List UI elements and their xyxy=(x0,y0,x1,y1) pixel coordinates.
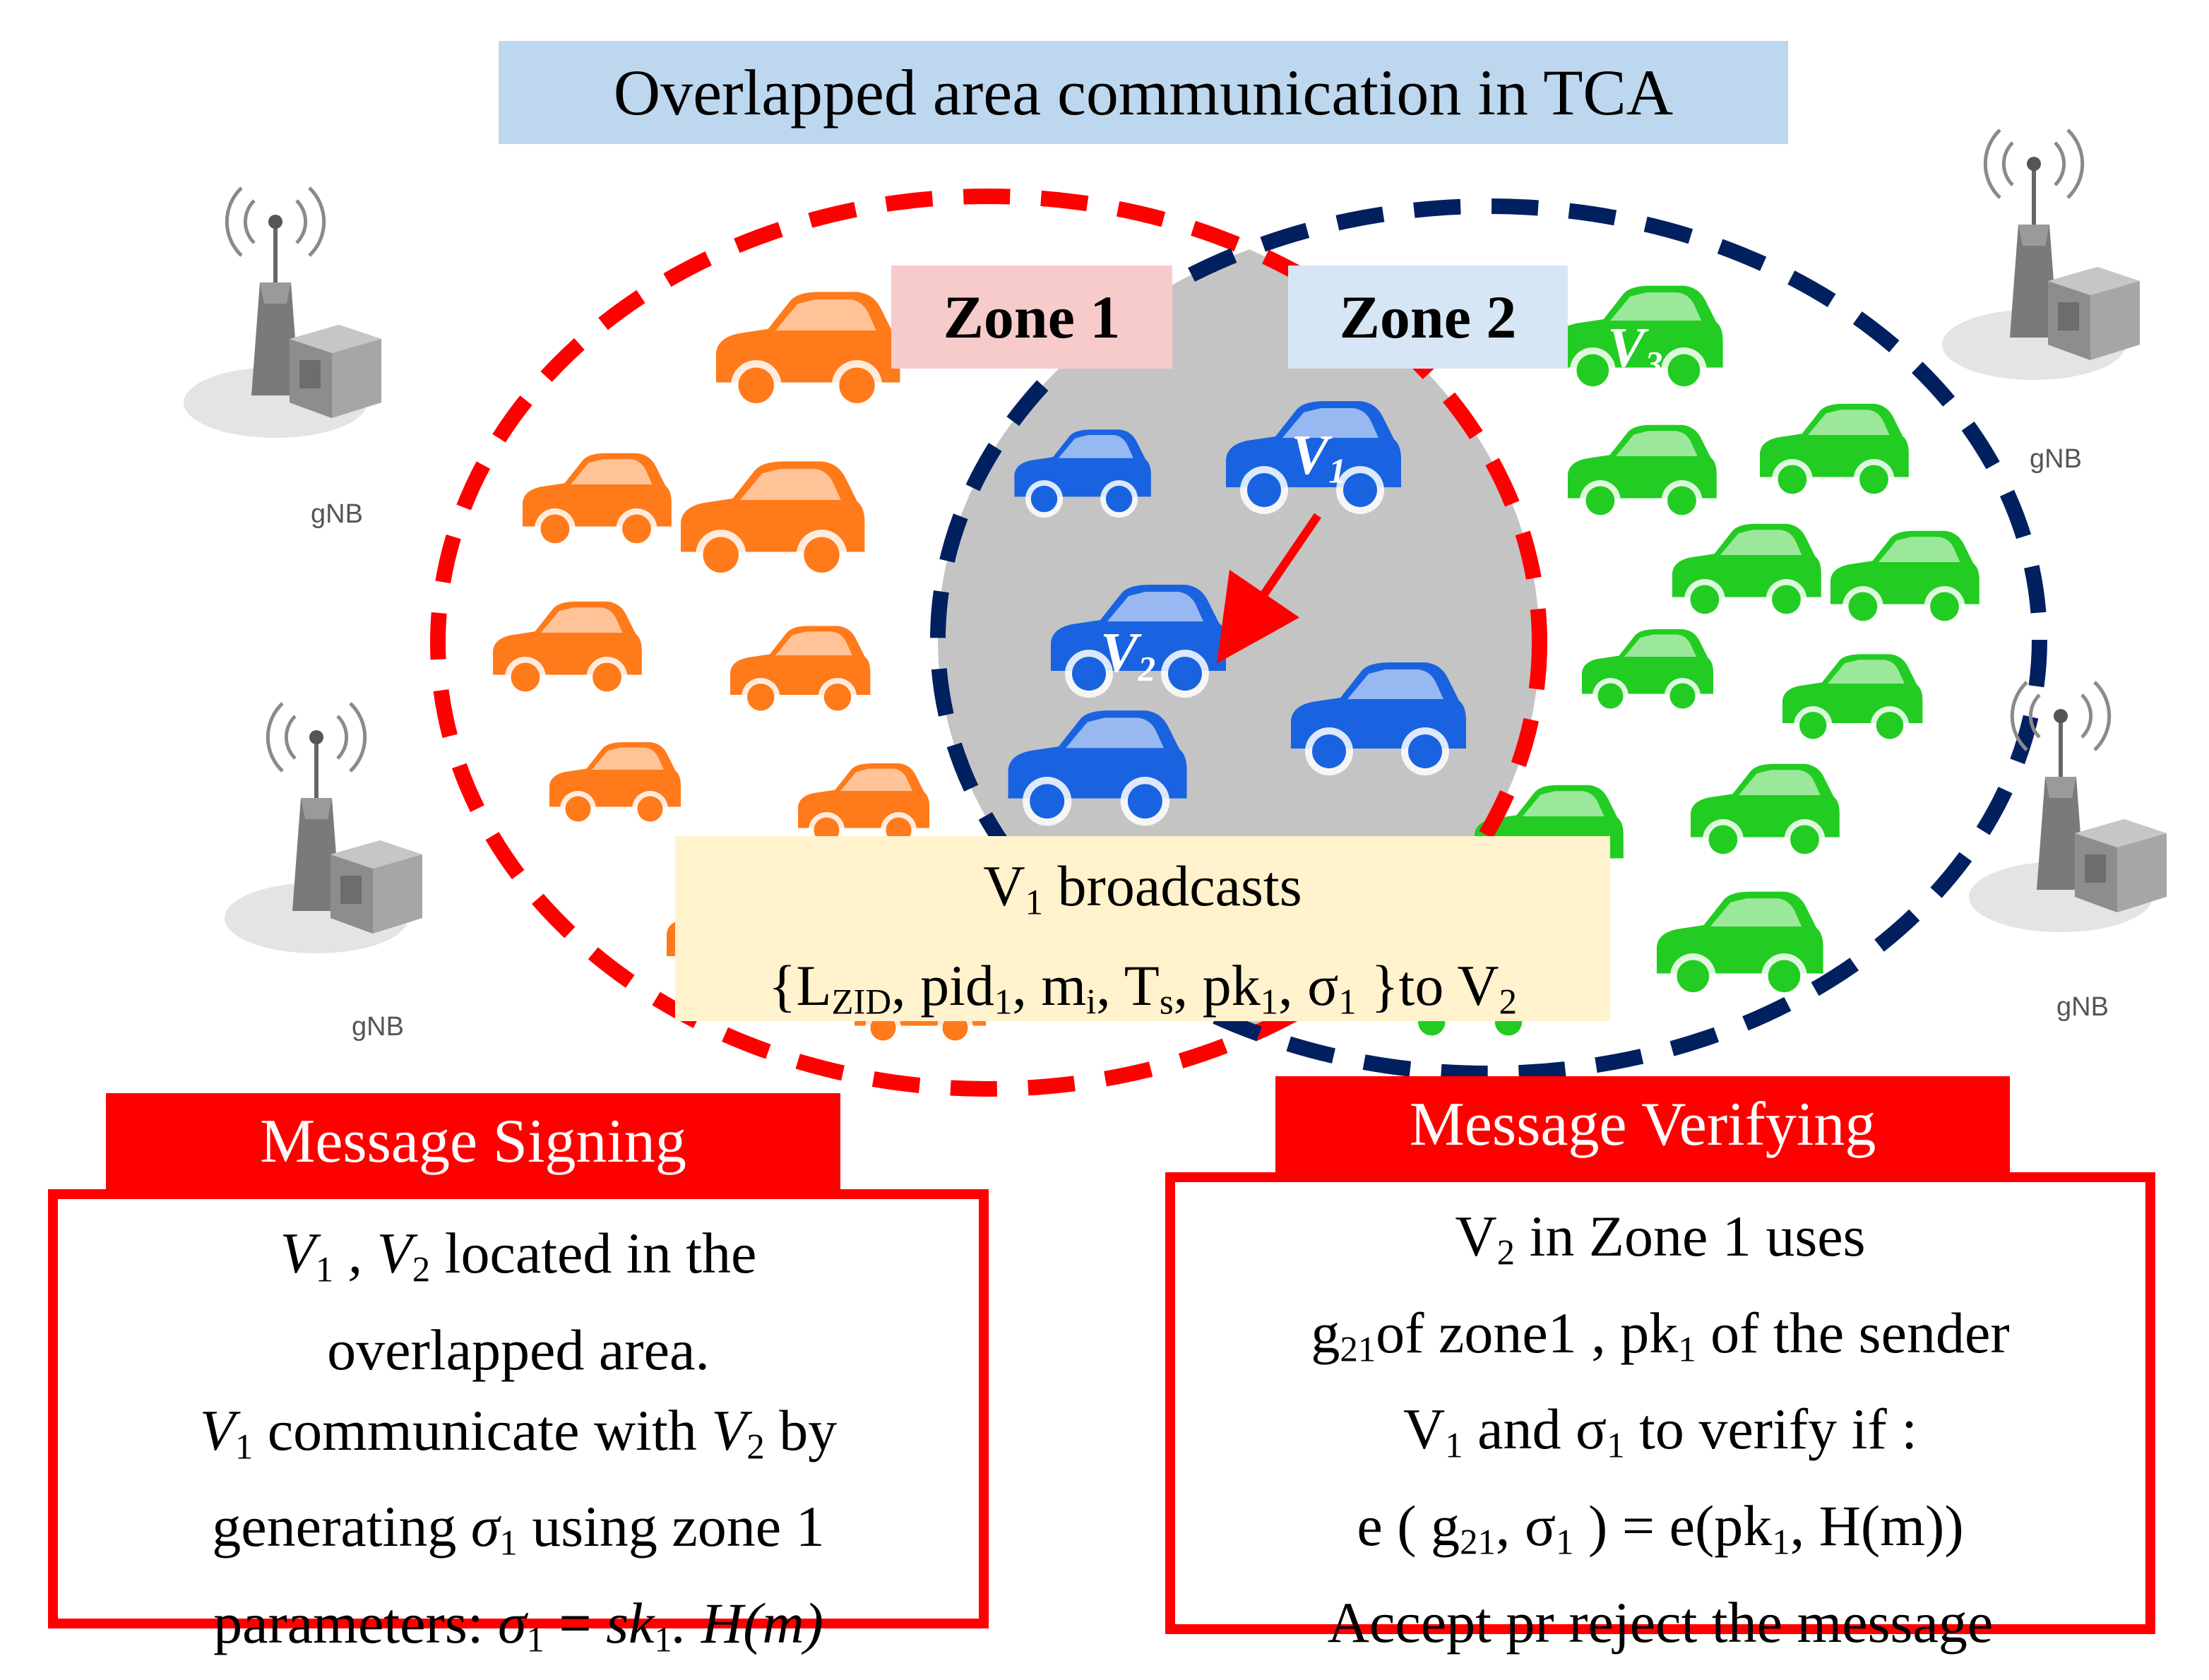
broadcast-line-1: V1 broadcasts xyxy=(983,854,1302,922)
signing-line-1: V1 , V2 located in the xyxy=(280,1221,757,1289)
svg-text:gNB: gNB xyxy=(352,1012,404,1042)
gnb-tower-icon: gNB xyxy=(1942,130,2140,474)
vehicle xyxy=(1760,403,1909,500)
verifying-line-3: V1 and σ1 to verify if : xyxy=(1403,1397,1918,1466)
gnb-tower-icon: gNB xyxy=(184,188,381,529)
verifying-line-2: g21of zone1 , pk1 of the sender xyxy=(1311,1300,2010,1369)
vehicle-v1-label: V1 xyxy=(1291,424,1347,491)
vehicle xyxy=(1568,424,1717,521)
message-signing-panel: V1 , V2 located in the overlapped area. … xyxy=(48,1189,989,1660)
verifying-line-4: e ( g21, σ1 ) = e(pk1, H(m)) xyxy=(1357,1494,1964,1562)
verifying-line-5: Accept pr reject the message xyxy=(1327,1590,1994,1655)
svg-text:gNB: gNB xyxy=(2056,992,2109,1022)
broadcast-line-2: {LZID, pid1, mi, Ts, pk1, σ1 }to V2 xyxy=(768,953,1518,1022)
zone1-label: Zone 1 xyxy=(891,266,1172,369)
vehicle-v2-label: V2 xyxy=(1100,622,1156,689)
broadcast-box: V1 broadcasts {LZID, pid1, mi, Ts, pk1, … xyxy=(675,836,1610,1021)
vehicle xyxy=(1657,891,1823,999)
svg-text:gNB: gNB xyxy=(2030,444,2082,474)
v1-to-v2-arrow xyxy=(1216,513,1321,664)
signing-line-2: overlapped area. xyxy=(327,1317,710,1382)
signing-line-3: V1 communicate with V2 by xyxy=(199,1398,838,1467)
diagram-title: Overlapped area communication in TCA xyxy=(499,41,1788,144)
vehicle xyxy=(1830,530,1979,627)
message-signing-header: Message Signing xyxy=(106,1093,840,1189)
zone2-label: Zone 2 xyxy=(1288,266,1568,369)
signing-line-5: parameters: σ1 = sk1. H(m) xyxy=(213,1591,823,1660)
message-verifying-header: Message Verifying xyxy=(1275,1076,2010,1172)
vehicle xyxy=(1782,654,1923,745)
zone2-boundary xyxy=(930,198,2047,1081)
vehicle xyxy=(1672,523,1821,620)
verifying-line-1: V2 in Zone 1 uses xyxy=(1455,1204,1866,1273)
vehicle xyxy=(1691,763,1840,860)
vehicle-v3-label: V3 xyxy=(1607,317,1663,383)
gnb-tower-icon: gNB xyxy=(225,703,422,1042)
svg-text:gNB: gNB xyxy=(311,499,363,529)
gnb-tower-icon: gNB xyxy=(1969,682,2167,1022)
vehicle xyxy=(1582,629,1713,714)
message-verifying-panel: V2 in Zone 1 uses g21of zone1 , pk1 of t… xyxy=(1165,1172,2155,1655)
signing-line-4: generating σ1 using zone 1 xyxy=(212,1494,825,1563)
zone1-boundary xyxy=(430,189,1547,1097)
